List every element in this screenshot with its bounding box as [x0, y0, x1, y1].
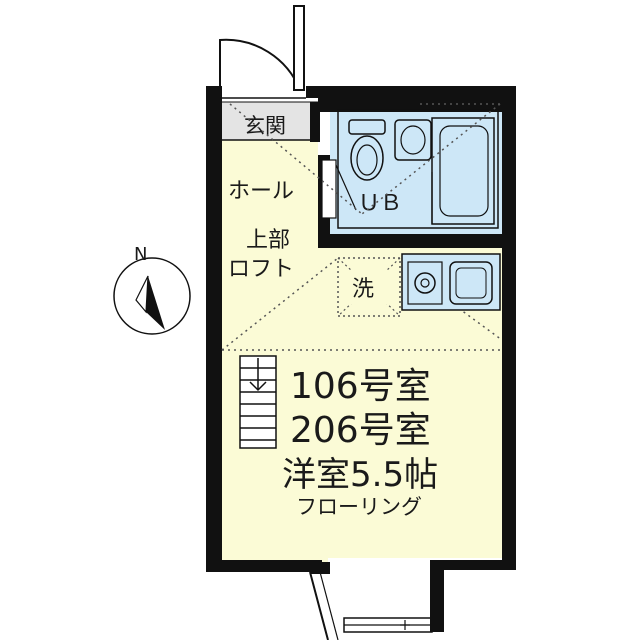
bottom-window [343, 617, 433, 633]
outer-walls [206, 86, 516, 572]
loft-label-line2: ロフト [228, 257, 294, 282]
unit-bath-label: ＵＢ [358, 191, 402, 216]
loft-guides [221, 103, 503, 351]
bay-window [309, 562, 346, 640]
loft-ladder [239, 355, 277, 449]
compass-north-label: N [134, 244, 147, 265]
compass [113, 257, 191, 335]
entrance-door [219, 5, 318, 103]
room-size: 洋室5.5帖 [282, 455, 438, 495]
loft-label-line1: 上部 [246, 228, 290, 253]
room-number-206: 206号室 [290, 410, 431, 451]
room-number-106: 106号室 [290, 366, 431, 407]
kitchen-counter [401, 253, 501, 311]
room-flooring: フローリング [296, 495, 422, 519]
washer-label: 洗 [352, 277, 374, 302]
entrance-label: 玄関 [244, 114, 286, 138]
entrance-floor [222, 102, 318, 140]
unit-bath [318, 98, 502, 248]
bottom-wall-right [430, 560, 444, 632]
hall-label: ホール [228, 179, 294, 204]
entrance-wall-stub [310, 102, 320, 142]
washer-space [337, 257, 401, 317]
